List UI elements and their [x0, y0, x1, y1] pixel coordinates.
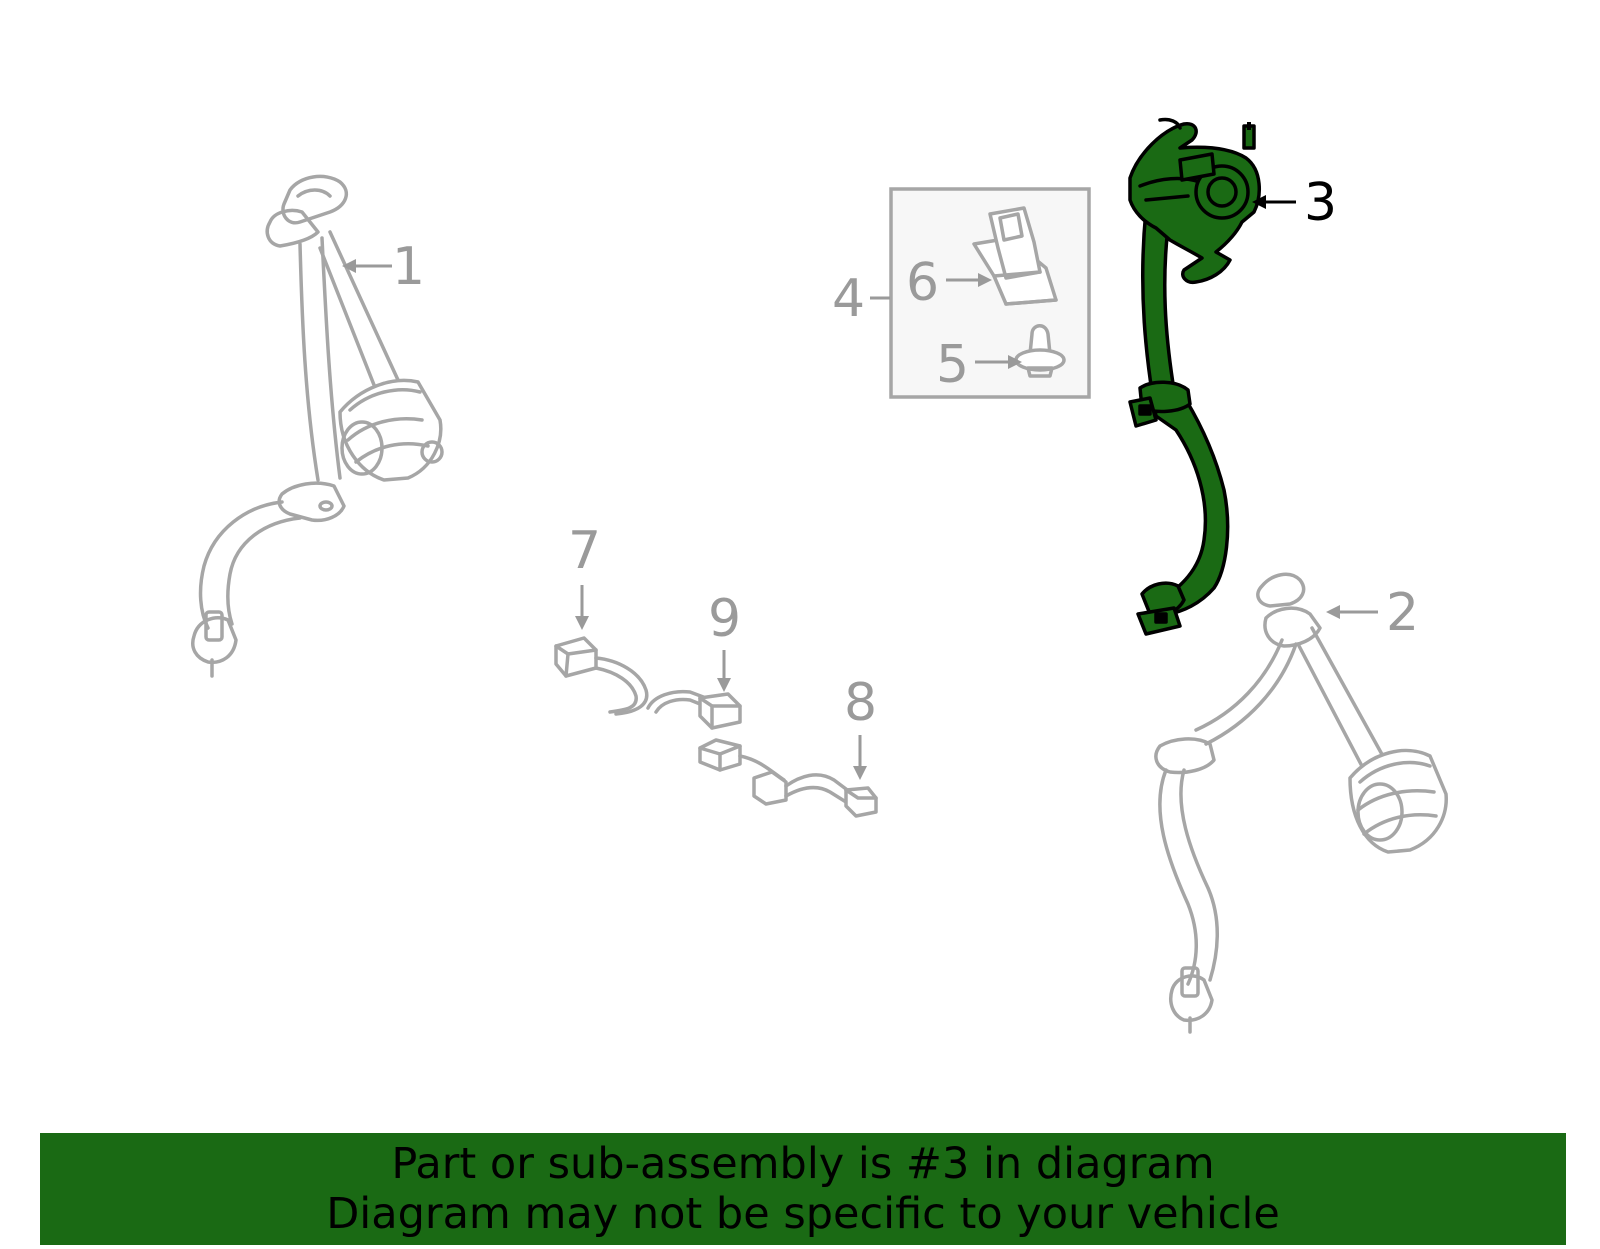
- part-8-buckle[interactable]: [698, 738, 878, 818]
- info-banner: Part or sub-assembly is #3 in diagram Di…: [40, 1133, 1566, 1245]
- banner-line-1: Part or sub-assembly is #3 in diagram: [391, 1139, 1215, 1189]
- callout-8: 8: [844, 673, 877, 733]
- callout-7: 7: [568, 521, 601, 581]
- banner-line-2: Diagram may not be specific to your vehi…: [326, 1189, 1280, 1239]
- callout-3: 3: [1304, 173, 1337, 233]
- part-2-seat-belt[interactable]: [1154, 572, 1448, 1034]
- part-6-clip[interactable]: [972, 206, 1058, 306]
- callout-5: 5: [936, 335, 969, 395]
- callout-9: 9: [708, 589, 741, 649]
- leaders: [342, 195, 1378, 780]
- callout-2: 2: [1386, 583, 1419, 643]
- callout-4: 4: [832, 269, 865, 329]
- part-7-buckle[interactable]: [554, 636, 649, 716]
- callout-1: 1: [392, 237, 425, 297]
- part-1-seat-belt[interactable]: [191, 174, 444, 678]
- callout-6: 6: [906, 253, 939, 313]
- part-5-fastener[interactable]: [1014, 324, 1066, 378]
- part-9-buckle[interactable]: [646, 689, 742, 730]
- part-3-seat-belt-highlighted[interactable]: [1128, 117, 1261, 636]
- callout-labels: 1 2 3 4 6 5 7 9 8: [392, 173, 1419, 733]
